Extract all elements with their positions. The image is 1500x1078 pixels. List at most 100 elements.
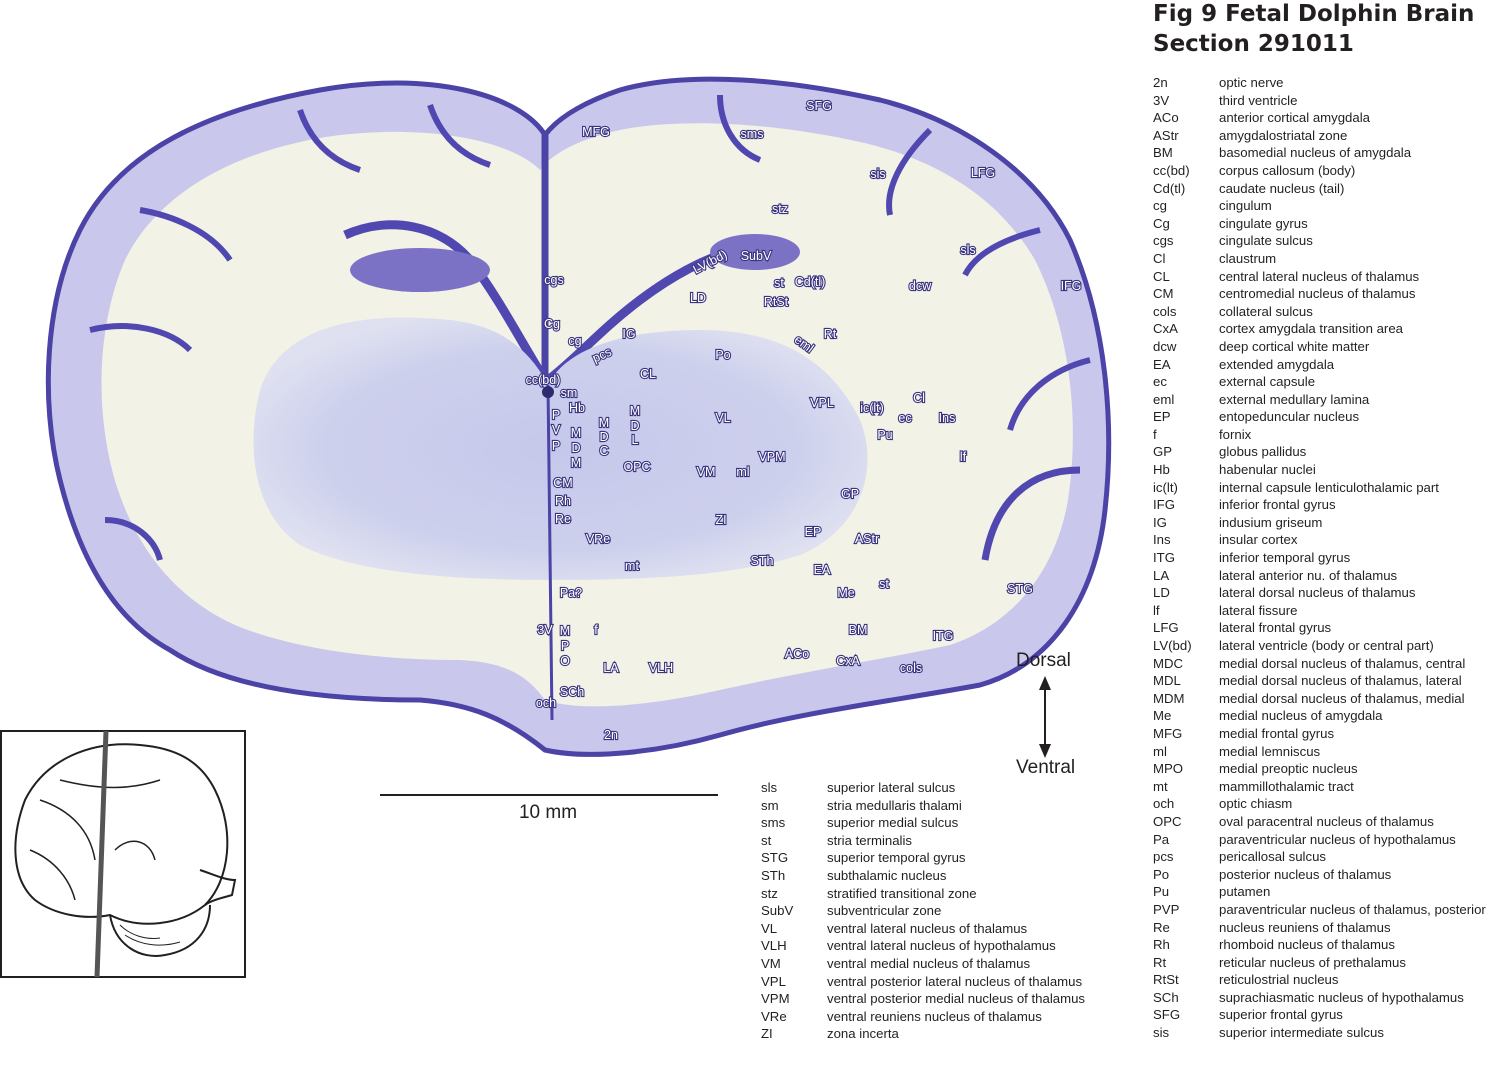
brain-label: V: [552, 423, 561, 437]
brain-label: ACo: [785, 647, 809, 661]
legend-abbr: CM: [1153, 286, 1174, 302]
scale-bar-label: 10 mm: [518, 802, 578, 823]
brain-label: Cg: [544, 317, 560, 331]
legend-abbr: pcs: [1153, 849, 1174, 865]
brain-label: Rt: [824, 327, 837, 341]
brain-label: L: [632, 433, 639, 447]
brain-label: M: [571, 456, 581, 470]
legend-name: inferior temporal gyrus: [1219, 550, 1351, 566]
legend-name: globus pallidus: [1219, 444, 1307, 460]
legend-name: external medullary lamina: [1219, 391, 1370, 407]
brain-label: lf: [960, 450, 967, 464]
legend-name: rhomboid nucleus of thalamus: [1219, 937, 1395, 953]
legend-name: subthalamic nucleus: [827, 867, 947, 883]
legend-abbr: Rt: [1153, 954, 1167, 970]
legend-name: lateral ventricle (body or central part): [1219, 638, 1434, 653]
legend-name: medial nucleus of amygdala: [1219, 708, 1383, 724]
brain-label: STG: [1007, 582, 1033, 596]
legend-name: cingulum: [1219, 198, 1272, 214]
legend-name: pericallosal sulcus: [1219, 849, 1327, 865]
brain-label: Cd(tl): [795, 275, 826, 289]
brain-label: CxA: [836, 654, 860, 668]
legend-abbr: cc(bd): [1153, 162, 1190, 178]
legend-abbr: STG: [761, 850, 789, 866]
brain-label: D: [599, 430, 608, 444]
brain-label: st: [879, 577, 889, 591]
legend-abbr: PVP: [1153, 901, 1180, 917]
legend-abbr: RtSt: [1153, 972, 1179, 988]
brain-label: M: [630, 404, 640, 418]
legend-name: posterior nucleus of thalamus: [1219, 866, 1392, 882]
sulcus-right-4: [1007, 357, 1091, 431]
legend-abbr: EA: [1153, 356, 1171, 372]
legend-abbr: ml: [1153, 743, 1167, 759]
brain-label: STh: [751, 554, 774, 568]
legend-abbr: Cd(tl): [1153, 180, 1186, 196]
legend-abbr: CxA: [1153, 321, 1178, 337]
legend-name: insular cortex: [1219, 532, 1298, 548]
legend-row: cc(bd) corpus callosum (body): [1153, 162, 1500, 180]
legend-name: anterior cortical amygdala: [1219, 110, 1370, 126]
legend-abbr: GP: [1153, 444, 1173, 460]
legend-name: stria medullaris thalami: [827, 797, 962, 813]
brain-label: M: [571, 426, 581, 440]
brain-label: D: [571, 441, 580, 455]
brain-label: 2n: [604, 728, 618, 742]
legend-abbr: MDM: [1153, 690, 1185, 706]
legend-abbr: LV(bd): [1153, 638, 1192, 653]
legend-abbr: LFG: [1153, 620, 1179, 636]
brain-label: dcw: [909, 279, 932, 293]
sulcus-left-1: [139, 207, 233, 262]
brain-label: LD: [690, 291, 706, 305]
legend-name: cingulate gyrus: [1219, 215, 1308, 231]
legend-row: LV(bd) lateral ventricle (body or central…: [1153, 637, 1500, 655]
legend-abbr: Po: [1153, 866, 1170, 882]
legend-name: caudate nucleus (tail): [1219, 180, 1345, 196]
legend-abbr: SFG: [1153, 1007, 1181, 1023]
orientation-arrow: [1039, 676, 1051, 758]
brain-label: 3V: [537, 623, 553, 637]
legend-name: superior medial sulcus: [827, 815, 959, 831]
thalamic-region: [253, 317, 868, 580]
brain-label: MFG: [582, 125, 610, 139]
legend-abbr: ACo: [1153, 110, 1179, 126]
legend-abbr: Cl: [1153, 250, 1166, 266]
legend-abbr: OPC: [1153, 813, 1182, 829]
legend-name: entopeduncular nucleus: [1219, 409, 1360, 425]
legend-name: corpus callosum (body): [1219, 162, 1356, 178]
legend-name: inferior frontal gyrus: [1219, 497, 1336, 513]
brain-label: P: [552, 439, 560, 453]
legend-abbr: sis: [1153, 1025, 1170, 1041]
legend-abbr: 2n: [1153, 75, 1168, 90]
legend-name: medial frontal gyrus: [1219, 725, 1335, 741]
legend-name: central lateral nucleus of thalamus: [1219, 268, 1420, 284]
legend-name: cingulate sulcus: [1219, 233, 1313, 249]
legend-name: stratified transitional zone: [827, 885, 977, 901]
legend-abbr: STh: [761, 867, 786, 883]
legend-abbr: MDC: [1153, 655, 1184, 671]
brain-label: cc(bd): [526, 373, 561, 387]
brain-label: ml: [736, 465, 749, 479]
brain-label: Cl: [913, 391, 925, 405]
ventral-label: Ventral: [1016, 757, 1076, 778]
legend-row: STh subthalamic nucleus: [761, 867, 1121, 885]
sulcus-left-5: [104, 517, 163, 561]
legend-name: superior lateral sulcus: [827, 780, 956, 795]
